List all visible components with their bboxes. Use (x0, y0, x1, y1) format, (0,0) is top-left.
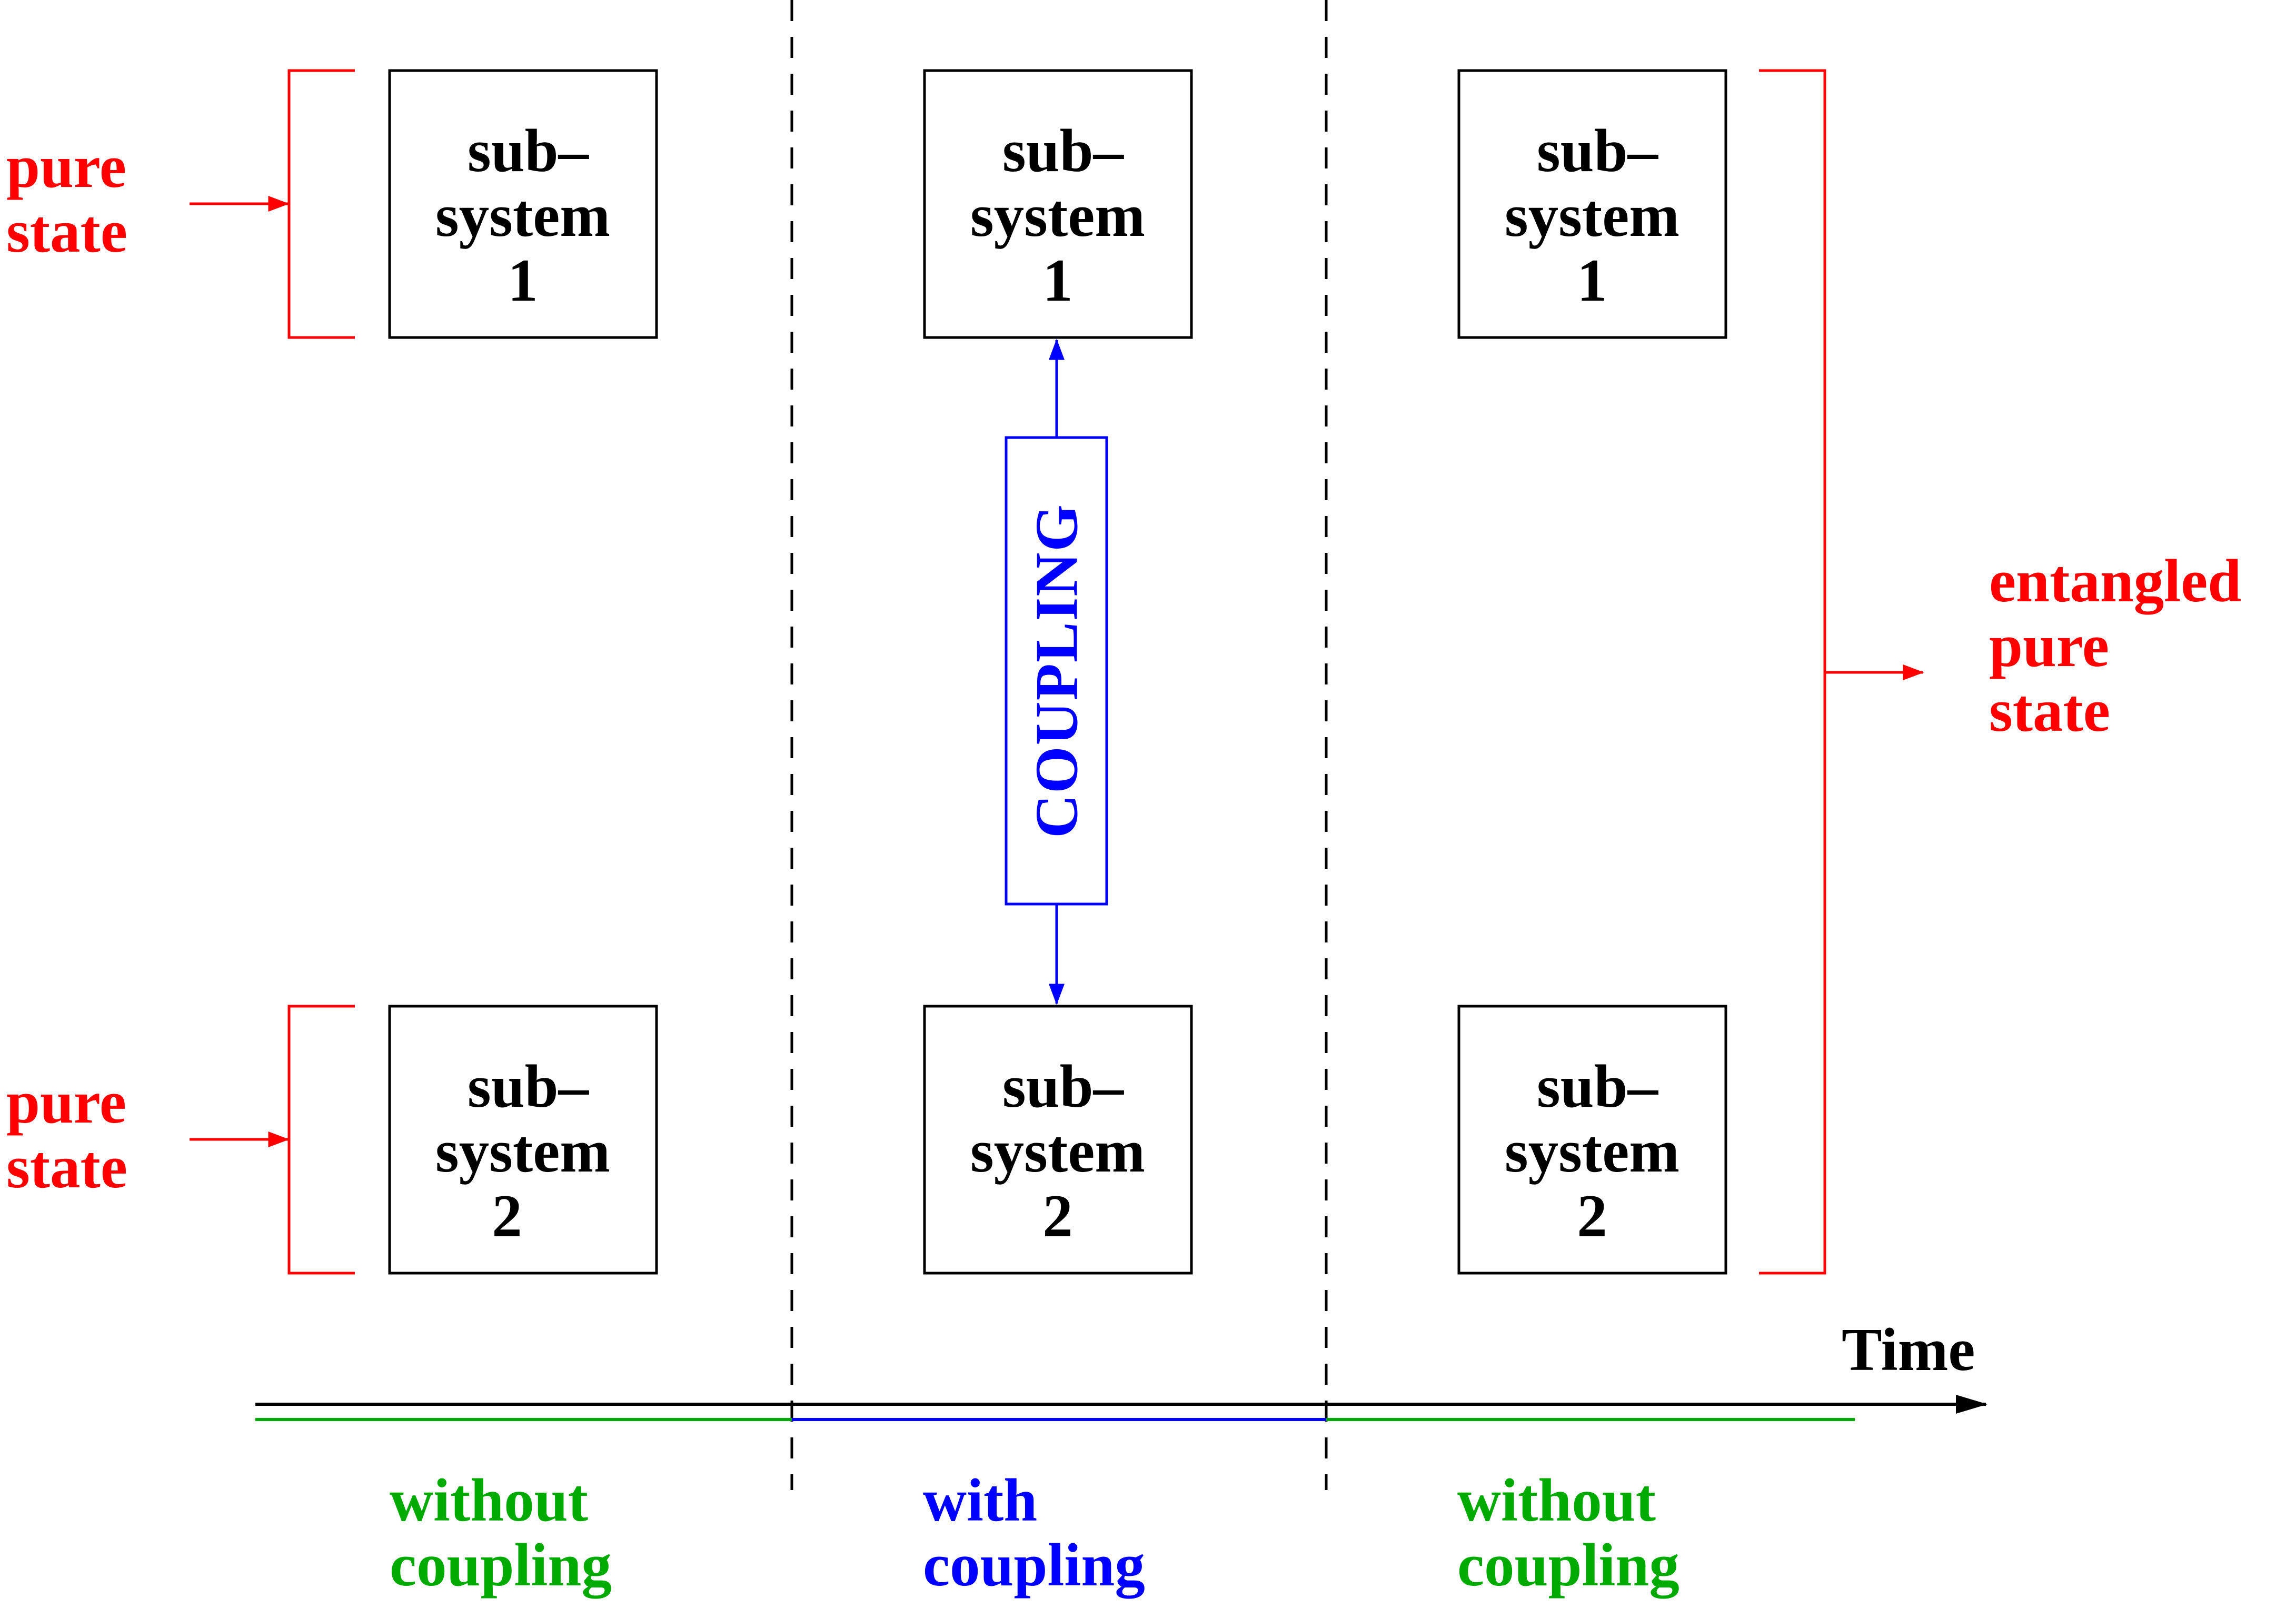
subsystem-label-line1: sub– (468, 117, 590, 184)
subsystem-box-phase2-top: sub– system 1 (923, 69, 1193, 339)
entangled-state-label-line1: entangled (1989, 548, 2241, 614)
coupling-label: COUPLING (1023, 503, 1090, 838)
subsystem-box-phase3-bottom: sub– system 2 (1457, 1005, 1727, 1275)
subsystem-label-number: 1 (1042, 247, 1073, 314)
subsystem-box-phase2-bottom: sub– system 2 (923, 1005, 1193, 1275)
subsystem-label-line1: sub– (1537, 117, 1659, 184)
pure-state-label-bottom-line1: pure (6, 1069, 126, 1136)
subsystem-label-line2: system (970, 1118, 1145, 1185)
coupling-box (1005, 436, 1108, 906)
subsystem-label-line1: sub– (1537, 1053, 1659, 1120)
subsystem-box-phase1-bottom: sub– system 2 (388, 1005, 658, 1275)
coupling-element: COUPLING (1005, 339, 1108, 1005)
phase-label-3-line2: coupling (1457, 1532, 1679, 1599)
phase-label-1-line2: coupling (390, 1532, 612, 1599)
subsystem-label-line2: system (970, 182, 1145, 249)
subsystem-label-number: 2 (1577, 1183, 1607, 1249)
phase-label-2-line2: coupling (923, 1532, 1145, 1599)
phase-label-1-line1: without (390, 1467, 588, 1534)
pure-state-bracket-top (287, 69, 355, 339)
entangled-state-label-line3: state (1989, 677, 2110, 744)
subsystem-box-phase1-top: sub– system 1 (388, 69, 658, 339)
subsystem-label-line1: sub– (1002, 117, 1125, 184)
subsystem-label-line2: system (435, 182, 610, 249)
entangled-state-bracket (1759, 69, 1826, 1275)
pure-state-bracket-bottom (287, 1005, 355, 1275)
phase-label-3-line1: without (1457, 1467, 1656, 1534)
subsystem-label-line2: system (1505, 182, 1679, 249)
pure-state-label-top-line2: state (6, 198, 127, 265)
subsystem-box-phase3-top: sub– system 1 (1457, 69, 1727, 339)
subsystem-label-line1: sub– (1002, 1053, 1125, 1120)
entangled-state-label-line2: pure (1989, 612, 2109, 679)
pure-state-label-top-line1: pure (6, 133, 126, 200)
time-axis-label: Time (1842, 1316, 1975, 1383)
subsystem-label-number: 1 (1577, 247, 1607, 314)
subsystem-label-number: 2 (1042, 1183, 1073, 1249)
subsystem-label-line1: sub– (468, 1053, 590, 1120)
subsystem-label-line2: system (1505, 1118, 1679, 1185)
pure-state-label-bottom-line2: state (6, 1134, 127, 1200)
subsystem-label-line2: system (435, 1118, 610, 1185)
subsystem-label-number: 2 (492, 1183, 522, 1249)
subsystem-label-number: 1 (508, 247, 538, 314)
phase-label-2-line1: with (923, 1467, 1037, 1534)
